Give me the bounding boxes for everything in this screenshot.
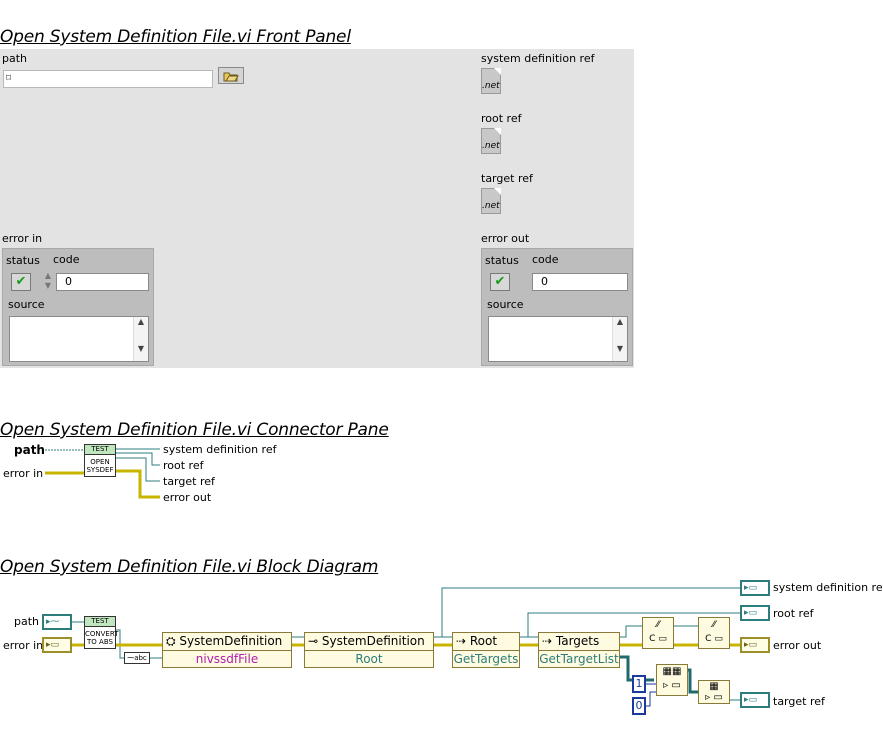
close-reference-node[interactable]: ⁄⁄C ▭ [698, 617, 730, 649]
icon-text: TEST [85, 617, 115, 627]
root-invoke-node[interactable]: ⇢ Root GetTargets [452, 632, 520, 668]
conn-output-target-ref: target ref [163, 475, 215, 488]
node-title: Targets [555, 634, 600, 648]
invoke-icon: ⇢ [542, 634, 556, 648]
error-out-label: error out [481, 232, 530, 245]
node-sub: GetTargets [453, 652, 519, 666]
close-reference-node[interactable]: ⁄⁄C ▭ [642, 617, 674, 649]
code-label: code [53, 253, 80, 266]
node-title: Root [469, 634, 498, 648]
node-sub: nivssdfFile [195, 652, 259, 666]
error-in-terminal[interactable]: ▸▭ [42, 637, 72, 653]
diag-output-sysdef-ref: system definition ref [773, 581, 883, 594]
block-diagram-heading: Open System Definition File.vi Block Dia… [0, 557, 379, 577]
sysdef-ref-label: system definition ref [481, 52, 595, 65]
index-constant[interactable]: 1 [632, 675, 646, 693]
diag-output-root-ref: root ref [773, 607, 814, 620]
conn-output-root-ref: root ref [163, 459, 204, 472]
node-title: SystemDefinition [179, 634, 283, 648]
node-sub: Root [355, 652, 383, 666]
connector-pane-heading: Open System Definition File.vi Connector… [0, 420, 389, 440]
path-icon: ⌑ [6, 73, 12, 84]
conn-input-error-in: error in [3, 467, 44, 480]
index-constant[interactable]: 0 [632, 697, 646, 715]
net-label: .net [482, 141, 500, 151]
conn-output-sysdef-ref: system definition ref [163, 443, 277, 456]
targets-invoke-node[interactable]: ⇢ Targets GetTargetList [538, 632, 620, 668]
index-array-node[interactable]: ▦▹ ▭ [698, 680, 730, 704]
array-subset-node[interactable]: ▦▦▹ ▭ [656, 664, 688, 696]
convert-to-abs-icon[interactable]: TEST CONVERT TO ABS [84, 616, 119, 649]
diag-input-path-label: path [14, 615, 40, 628]
code-label: code [532, 253, 559, 266]
status-label: status [485, 254, 519, 267]
close-reference-icon: ⁄⁄C ▭ [649, 620, 667, 644]
invoke-icon: ⇢ [456, 634, 470, 648]
code-field[interactable]: 0 [56, 273, 149, 291]
class-icon: ⛭ [166, 634, 180, 648]
net-label: .net [482, 81, 500, 91]
net-label: .net [482, 201, 500, 211]
source-label: source [487, 298, 524, 311]
error-out-cluster: status code ✔ 0 source ▲▼ [481, 248, 633, 366]
sysdef-ref-indicator: .net [481, 68, 501, 94]
browse-button[interactable] [218, 67, 244, 84]
array-icon: ▦▹ ▭ [705, 681, 723, 703]
code-spinner[interactable]: ▲▼ [44, 271, 52, 290]
front-panel-heading: Open System Definition File.vi Front Pan… [0, 27, 351, 47]
close-reference-icon: ⁄⁄C ▭ [705, 620, 723, 644]
conn-input-path: path [14, 443, 45, 457]
icon-text: TO ABS [87, 638, 113, 646]
error-in-label: error in [2, 232, 43, 245]
source-indicator: ▲▼ [488, 316, 628, 362]
diag-output-error-out: error out [773, 639, 822, 652]
path-terminal[interactable]: ▸⁓ [42, 614, 72, 630]
icon-text: TEST [85, 445, 115, 455]
error-in-cluster: status code ✔ ▲▼ 0 source ▲▼ [2, 248, 154, 366]
scrollbar[interactable]: ▲▼ [133, 317, 148, 361]
icon-text: SYSDEF [86, 466, 114, 474]
root-ref-label: root ref [481, 112, 522, 125]
source-label: source [8, 298, 45, 311]
icon-text: CONVERT [85, 630, 119, 638]
error-out-terminal[interactable]: ▸▭ [740, 637, 770, 653]
sysdef-property-node[interactable]: ⊸ SystemDefinition Root [304, 632, 434, 668]
target-ref-terminal[interactable]: ▸▭ [740, 692, 770, 708]
target-ref-label: target ref [481, 172, 533, 185]
root-ref-terminal[interactable]: ▸▭ [740, 605, 770, 621]
path-field[interactable]: ⌑ [3, 70, 213, 88]
target-ref-indicator: .net [481, 188, 501, 214]
node-title: SystemDefinition [321, 634, 425, 648]
folder-open-icon [223, 72, 239, 81]
status-led: ✔ [490, 273, 510, 291]
diag-input-error-in-label: error in [3, 639, 44, 652]
array-icon: ▦▦▹ ▭ [662, 666, 682, 691]
code-indicator: 0 [532, 273, 628, 291]
sysdef-constructor-node[interactable]: ⛭ SystemDefinition nivssdfFile [162, 632, 292, 668]
source-field[interactable]: ▲▼ [9, 316, 149, 362]
open-sysdef-icon: TEST OPEN SYSDEF [84, 444, 116, 477]
scrollbar[interactable]: ▲▼ [612, 317, 627, 361]
icon-text: OPEN [90, 458, 110, 466]
path-to-string-icon: ⁓abc [124, 652, 150, 664]
sysdef-ref-terminal[interactable]: ▸▭ [740, 580, 770, 596]
property-icon: ⊸ [308, 634, 322, 648]
node-sub: GetTargetList [539, 652, 619, 666]
conn-output-error-out: error out [163, 491, 212, 504]
root-ref-indicator: .net [481, 128, 501, 154]
path-label: path [2, 52, 28, 65]
diag-output-target-ref: target ref [773, 695, 825, 708]
status-checkbox[interactable]: ✔ [11, 273, 31, 291]
status-label: status [6, 254, 40, 267]
